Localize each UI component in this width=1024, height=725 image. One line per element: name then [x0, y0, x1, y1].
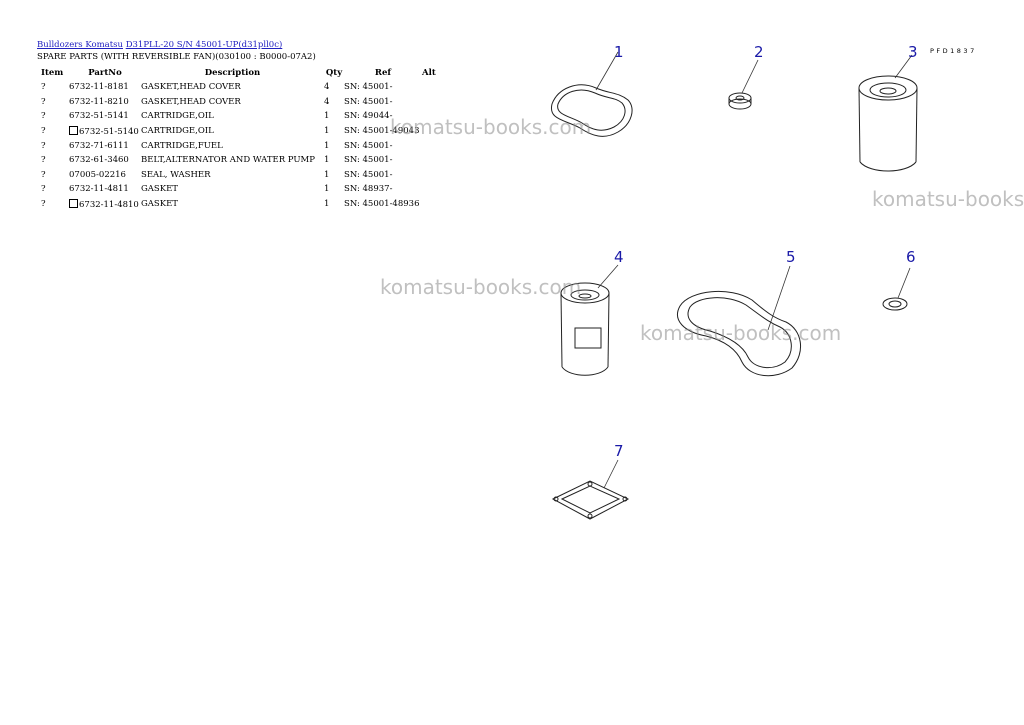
callout-number: 1	[614, 43, 624, 61]
checkbox-icon	[69, 198, 78, 208]
cell-ref: SN: 45001-49043	[344, 126, 420, 137]
header-qty: Qty	[325, 68, 343, 78]
cell-qty: 4	[324, 96, 330, 107]
oil-cartridge-illustration	[858, 54, 918, 172]
table-row: ? 6732-11-8210 GASKET,HEAD COVER 4 SN: 4…	[38, 95, 452, 110]
cell-qty: 1	[324, 140, 330, 151]
gasket-illustration	[551, 459, 630, 520]
cell-alt	[422, 197, 452, 212]
table-row: ? 6732-61-3460 BELT,ALTERNATOR AND WATER…	[38, 153, 452, 168]
drawing-code: PFD1837	[930, 47, 977, 55]
cell-partno: 6732-51-5141	[69, 111, 129, 122]
cell-description: GASKET	[141, 184, 178, 195]
parts-list-panel: Bulldozers Komatsu D31PLL-20 S/N 45001-U…	[37, 40, 477, 211]
callout-number: 5	[786, 248, 796, 266]
watermark: komatsu-books.com	[872, 187, 1024, 211]
cell-item: ?	[41, 96, 46, 107]
table-header-row: Item PartNo Description Qty Ref Alt	[38, 66, 452, 80]
cell-description: CARTRIDGE,OIL	[141, 111, 214, 122]
cell-qty: 4	[324, 82, 330, 93]
cell-item: ?	[41, 199, 46, 210]
table-row: ? 6732-51-5140 CARTRIDGE,OIL 1 SN: 45001…	[38, 124, 452, 139]
cell-qty: 1	[324, 169, 330, 180]
watermark: komatsu-books.com	[640, 321, 842, 345]
cell-ref: SN: 45001-	[344, 140, 393, 151]
table-row: ? 6732-11-4810 GASKET 1 SN: 45001-48936	[38, 197, 452, 212]
watermark: komatsu-books.com	[380, 275, 582, 299]
cell-partno: 6732-11-4811	[69, 184, 129, 195]
callout-number: 7	[614, 442, 624, 460]
cell-ref: SN: 45001-	[344, 155, 393, 166]
cell-partno: 6732-61-3460	[69, 155, 129, 166]
cell-ref: SN: 45001-48936	[344, 199, 420, 210]
cell-description: SEAL, WASHER	[141, 169, 211, 180]
cell-qty: 1	[324, 155, 330, 166]
table-row: ? 6732-51-5141 CARTRIDGE,OIL 1 SN: 49044…	[38, 109, 452, 124]
header-ref: Ref	[374, 68, 392, 78]
cell-alt	[422, 80, 452, 95]
header-description: Description	[204, 68, 261, 78]
cell-partno: 6732-71-6111	[69, 140, 129, 151]
cell-item: ?	[41, 184, 46, 195]
header-partno: PartNo	[88, 68, 122, 78]
cell-partno-obsolete: 6732-11-4810	[69, 197, 141, 212]
table-row: ? 6732-71-6111 CARTRIDGE,FUEL 1 SN: 4500…	[38, 138, 452, 153]
cell-ref: SN: 45001-	[344, 82, 393, 93]
cell-alt	[422, 168, 452, 183]
cell-item: ?	[41, 140, 46, 151]
cell-item: ?	[41, 169, 46, 180]
header-item: Item	[41, 68, 64, 78]
callout-number: 4	[614, 248, 624, 266]
callout-number: 2	[754, 43, 764, 61]
cell-item: ?	[41, 126, 46, 137]
checkbox-icon	[69, 125, 78, 135]
breadcrumb-link-category[interactable]: Bulldozers Komatsu	[37, 40, 123, 50]
cell-alt	[422, 182, 452, 197]
cell-partno: 6732-11-8210	[69, 96, 129, 107]
cell-alt	[422, 95, 452, 110]
cell-ref: SN: 48937-	[344, 184, 393, 195]
table-row: ? 6732-11-8181 GASKET,HEAD COVER 4 SN: 4…	[38, 80, 452, 95]
breadcrumb-link-model[interactable]: D31PLL-20 S/N 45001-UP(d31pll0c)	[125, 40, 283, 50]
cell-partno: 6732-11-4810	[79, 199, 139, 210]
parts-table: Item PartNo Description Qty Ref Alt ? 67…	[38, 66, 452, 211]
callout-number: 6	[906, 248, 916, 266]
header-alt: Alt	[422, 68, 436, 78]
cell-ref: SN: 45001-	[344, 96, 393, 107]
cell-item: ?	[41, 82, 46, 93]
cell-alt	[422, 138, 452, 153]
page-title: SPARE PARTS (WITH REVERSIBLE FAN)(030100…	[37, 52, 316, 62]
cell-partno: 6732-51-5140	[79, 126, 139, 137]
table-row: ? 6732-11-4811 GASKET 1 SN: 48937-	[38, 182, 452, 197]
cell-item: ?	[41, 155, 46, 166]
cell-ref: SN: 45001-	[344, 169, 393, 180]
cell-partno: 07005-02216	[69, 169, 126, 180]
cell-description: GASKET,HEAD COVER	[141, 96, 241, 107]
seal-washer-illustration	[882, 267, 911, 311]
watermark: komatsu-books.com	[390, 115, 592, 139]
table-row: ? 07005-02216 SEAL, WASHER 1 SN: 45001-	[38, 168, 452, 183]
cell-qty: 1	[324, 111, 330, 122]
cell-item: ?	[41, 111, 46, 122]
cell-description: BELT,ALTERNATOR AND WATER PUMP	[141, 155, 315, 166]
cell-alt	[422, 153, 452, 168]
callout-number: 3	[908, 43, 918, 61]
cell-partno: 6732-11-8181	[69, 82, 129, 93]
cell-description: GASKET	[141, 199, 178, 210]
cell-ref: SN: 49044-	[344, 111, 393, 122]
cell-description: GASKET,HEAD COVER	[141, 82, 241, 93]
cell-description: CARTRIDGE,OIL	[141, 126, 214, 137]
cell-qty: 1	[324, 126, 330, 137]
cell-description: CARTRIDGE,FUEL	[141, 140, 223, 151]
breadcrumb: Bulldozers Komatsu D31PLL-20 S/N 45001-U…	[37, 40, 477, 51]
cell-qty: 1	[324, 199, 330, 210]
seal-ring-illustration	[728, 59, 759, 110]
cell-qty: 1	[324, 184, 330, 195]
cell-partno-obsolete: 6732-51-5140	[69, 124, 141, 139]
